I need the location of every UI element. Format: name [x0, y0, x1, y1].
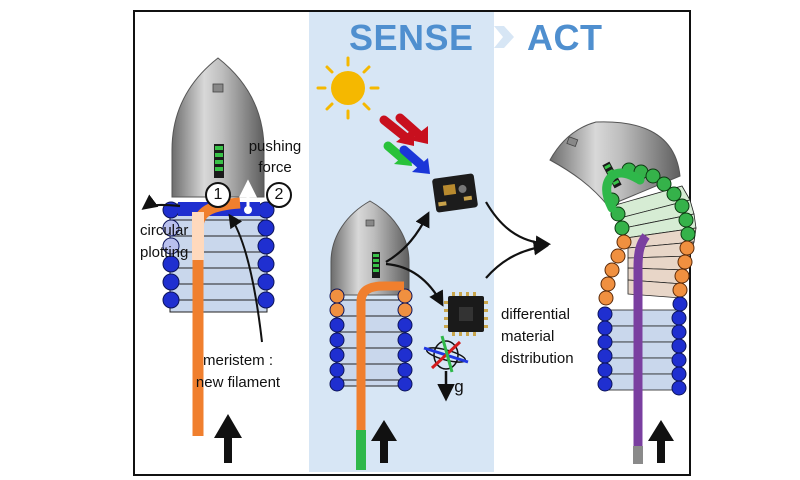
sense-tip-window — [365, 219, 375, 227]
act-robot-rings — [598, 162, 696, 312]
act-header: ACT — [527, 17, 603, 58]
left-robot-rings — [162, 201, 275, 309]
left-filament-faded — [192, 212, 204, 260]
sense-robot — [329, 200, 413, 470]
step-1-label: 1 — [213, 186, 223, 203]
sense-robot-tip — [330, 200, 410, 296]
circular-plotting-label: circular plotting — [140, 222, 189, 261]
light-sensor-chip-icon — [432, 173, 478, 213]
workflow-arrow-icon — [385, 201, 552, 307]
act-filament-grey-end — [633, 446, 643, 464]
act-tip-window — [566, 136, 579, 147]
sun-icon — [316, 56, 380, 120]
sense-to-act-chevron — [494, 26, 514, 48]
step-1-circle — [205, 182, 231, 208]
act-robot — [549, 121, 697, 464]
step-2-circle — [266, 182, 292, 208]
sense-robot-segments — [335, 299, 407, 387]
left-tip-window — [212, 83, 224, 93]
act-filament-green — [602, 168, 645, 213]
left-upward-arrow — [214, 414, 242, 463]
sense-filament — [356, 281, 404, 430]
left-robot-tip — [171, 57, 265, 198]
sense-robot-rings — [329, 288, 413, 392]
act-upward-arrow — [648, 420, 674, 463]
sense-header: SENSE — [349, 17, 474, 58]
sense-upward-arrow — [371, 420, 397, 463]
circular-plotting-arrow — [141, 194, 181, 210]
meristem-label: meristem : new filament — [195, 352, 281, 391]
left-tip-sensor-leds — [215, 146, 223, 171]
sense-filament-green-end — [356, 430, 366, 470]
sense-tip-sensor-leds — [373, 254, 379, 272]
left-robot — [141, 57, 292, 463]
pushing-force-label: pushing force — [248, 138, 302, 176]
meristem-pointer — [228, 213, 263, 343]
pushing-force-origin — [244, 206, 252, 214]
act-filament-purple — [633, 233, 650, 446]
step-2-label: 2 — [274, 186, 284, 203]
gyroscope-icon — [423, 335, 469, 373]
act-robot-tip — [549, 121, 681, 207]
light-arrows-icon — [379, 113, 430, 174]
gravity-label: g — [454, 377, 464, 396]
imu-chip-icon — [444, 292, 488, 336]
act-robot-blue-rings — [597, 306, 687, 396]
differential-material-label: differential material distribution — [501, 306, 574, 367]
